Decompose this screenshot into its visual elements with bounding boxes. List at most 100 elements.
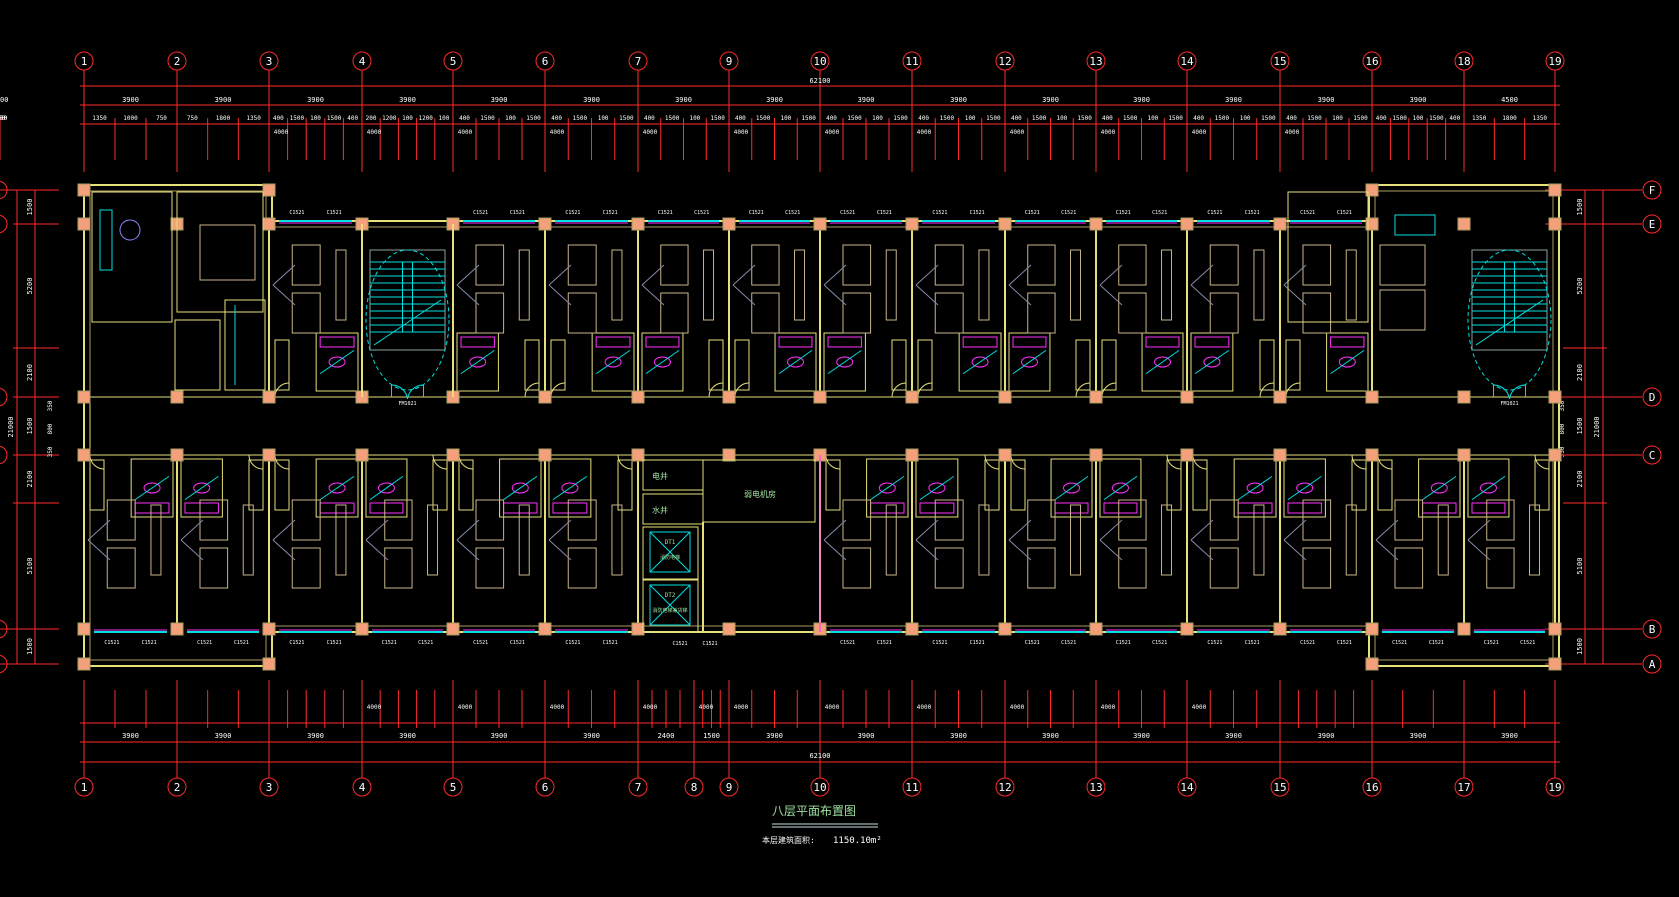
axis-bubble (74, 51, 94, 71)
bed (1209, 244, 1239, 286)
washbasin-icon (645, 336, 680, 348)
axis-bubble (1362, 51, 1382, 71)
axis-label-top: 5 (450, 55, 457, 68)
sub-dimension-top: 100 (689, 115, 700, 122)
structural-column (1180, 622, 1194, 636)
sub-dimension-top: 200 (366, 115, 377, 122)
toilet-icon (878, 482, 896, 494)
window-tag: C1521 (1392, 640, 1407, 646)
bed (567, 244, 597, 286)
structural-column (905, 217, 919, 231)
tv-cabinet (150, 504, 162, 576)
toilet-icon (328, 356, 346, 368)
bed (1027, 547, 1056, 589)
window-tag: C1521 (1300, 210, 1315, 216)
overall-dimension-bottom: 62100 (809, 752, 830, 760)
elevator-label: 消防电梯 (660, 554, 680, 561)
sub-dimension-top: 1200 (418, 115, 433, 122)
bay-dimension-bottom: 3900 (1501, 732, 1518, 740)
bed (291, 547, 321, 589)
axis-label-bottom: 15 (1273, 781, 1286, 794)
ac-unit-icon (1008, 264, 1032, 286)
window-tag: C1521 (1245, 210, 1260, 216)
sub-dimension-top: 400 (644, 115, 655, 122)
axis-bubble (1086, 51, 1106, 71)
window-tag: C1521 (970, 640, 985, 646)
axis-label-top: 15 (1273, 55, 1286, 68)
shower-icon (1194, 349, 1230, 375)
bay-dimension-top: 3900 (122, 96, 139, 104)
sub-dimension-top: 1500 (710, 115, 725, 122)
structural-column (77, 657, 91, 671)
floor-area-label: 本层建筑面积: (762, 835, 815, 845)
structural-column (77, 622, 91, 636)
tv-cabinet (611, 249, 623, 321)
sub-dimension-top: 1500 (1077, 115, 1092, 122)
toilet-icon (561, 482, 579, 494)
axis-bubble (535, 777, 555, 797)
sub-dimension-top: 100 (1240, 115, 1251, 122)
ac-unit-icon (272, 519, 296, 541)
window-tag: C1521 (1337, 640, 1352, 646)
structural-column (538, 622, 552, 636)
toilet-icon (928, 482, 946, 494)
window-tag: C1521 (510, 640, 525, 646)
axis-bubble (352, 777, 372, 797)
tv-cabinet (518, 504, 530, 576)
ac-unit-icon (823, 519, 847, 541)
wall-dimension-top: 4000 (1010, 129, 1025, 136)
sub-dimension-top: 1000 (123, 115, 138, 122)
door-swing (524, 382, 540, 398)
sub-dimension-top: 100 (505, 115, 516, 122)
structural-column (538, 390, 552, 404)
toilet-icon (836, 356, 854, 368)
ac-unit-icon (272, 284, 296, 306)
bed (384, 547, 413, 589)
wall-dimension-bottom: 4000 (1010, 704, 1025, 711)
wardrobe (825, 459, 841, 511)
sub-dimension-top: 100 (1413, 115, 1424, 122)
washbasin-icon (919, 502, 955, 514)
washbasin-icon (1012, 336, 1047, 348)
row-dimension: 5200 (1576, 278, 1584, 295)
toilet-icon (1063, 482, 1081, 494)
structural-column (77, 217, 91, 231)
axis-bubble (1270, 51, 1290, 71)
structural-column (998, 622, 1012, 636)
axis-label-top: 9 (726, 55, 733, 68)
bed (660, 244, 689, 286)
window-tag: C1521 (658, 210, 673, 216)
shower-icon (1145, 349, 1180, 375)
bathroom (1233, 458, 1277, 518)
shower-icon (1422, 475, 1457, 501)
window-tag: C1521 (603, 210, 618, 216)
sub-dimension-top: 1500 (1307, 115, 1322, 122)
axis-bubble (259, 777, 279, 797)
bed (1118, 244, 1147, 286)
axis-bubble (259, 51, 279, 71)
axis-bubble (1545, 51, 1565, 71)
ac-unit-icon (1190, 519, 1214, 541)
tv-cabinet (978, 504, 990, 576)
sub-dimension-top: 1800 (216, 115, 231, 122)
axis-label-top: 13 (1089, 55, 1102, 68)
sub-dimension-top: 100 (1332, 115, 1343, 122)
row-dimension: 1500 (1576, 418, 1584, 435)
tv-cabinet (518, 249, 530, 321)
bed (1302, 547, 1332, 589)
stair-direction-arrow (1475, 299, 1544, 346)
toilet-icon (193, 482, 211, 494)
structural-column (262, 622, 276, 636)
bathroom (1467, 458, 1510, 518)
window-tag: C1521 (1484, 640, 1499, 646)
washbasin-icon (319, 336, 355, 348)
toilet-icon (511, 482, 529, 494)
bay-dimension-bottom: 3900 (950, 732, 967, 740)
shower-icon (319, 475, 355, 501)
structural-column (905, 390, 919, 404)
sub-dimension-top: 1500 (940, 115, 955, 122)
bathroom (365, 458, 408, 518)
bay-dimension-top: 3900 (307, 96, 324, 104)
door-tag: FM1021 (1500, 401, 1518, 407)
washbasin-icon (1194, 336, 1230, 348)
